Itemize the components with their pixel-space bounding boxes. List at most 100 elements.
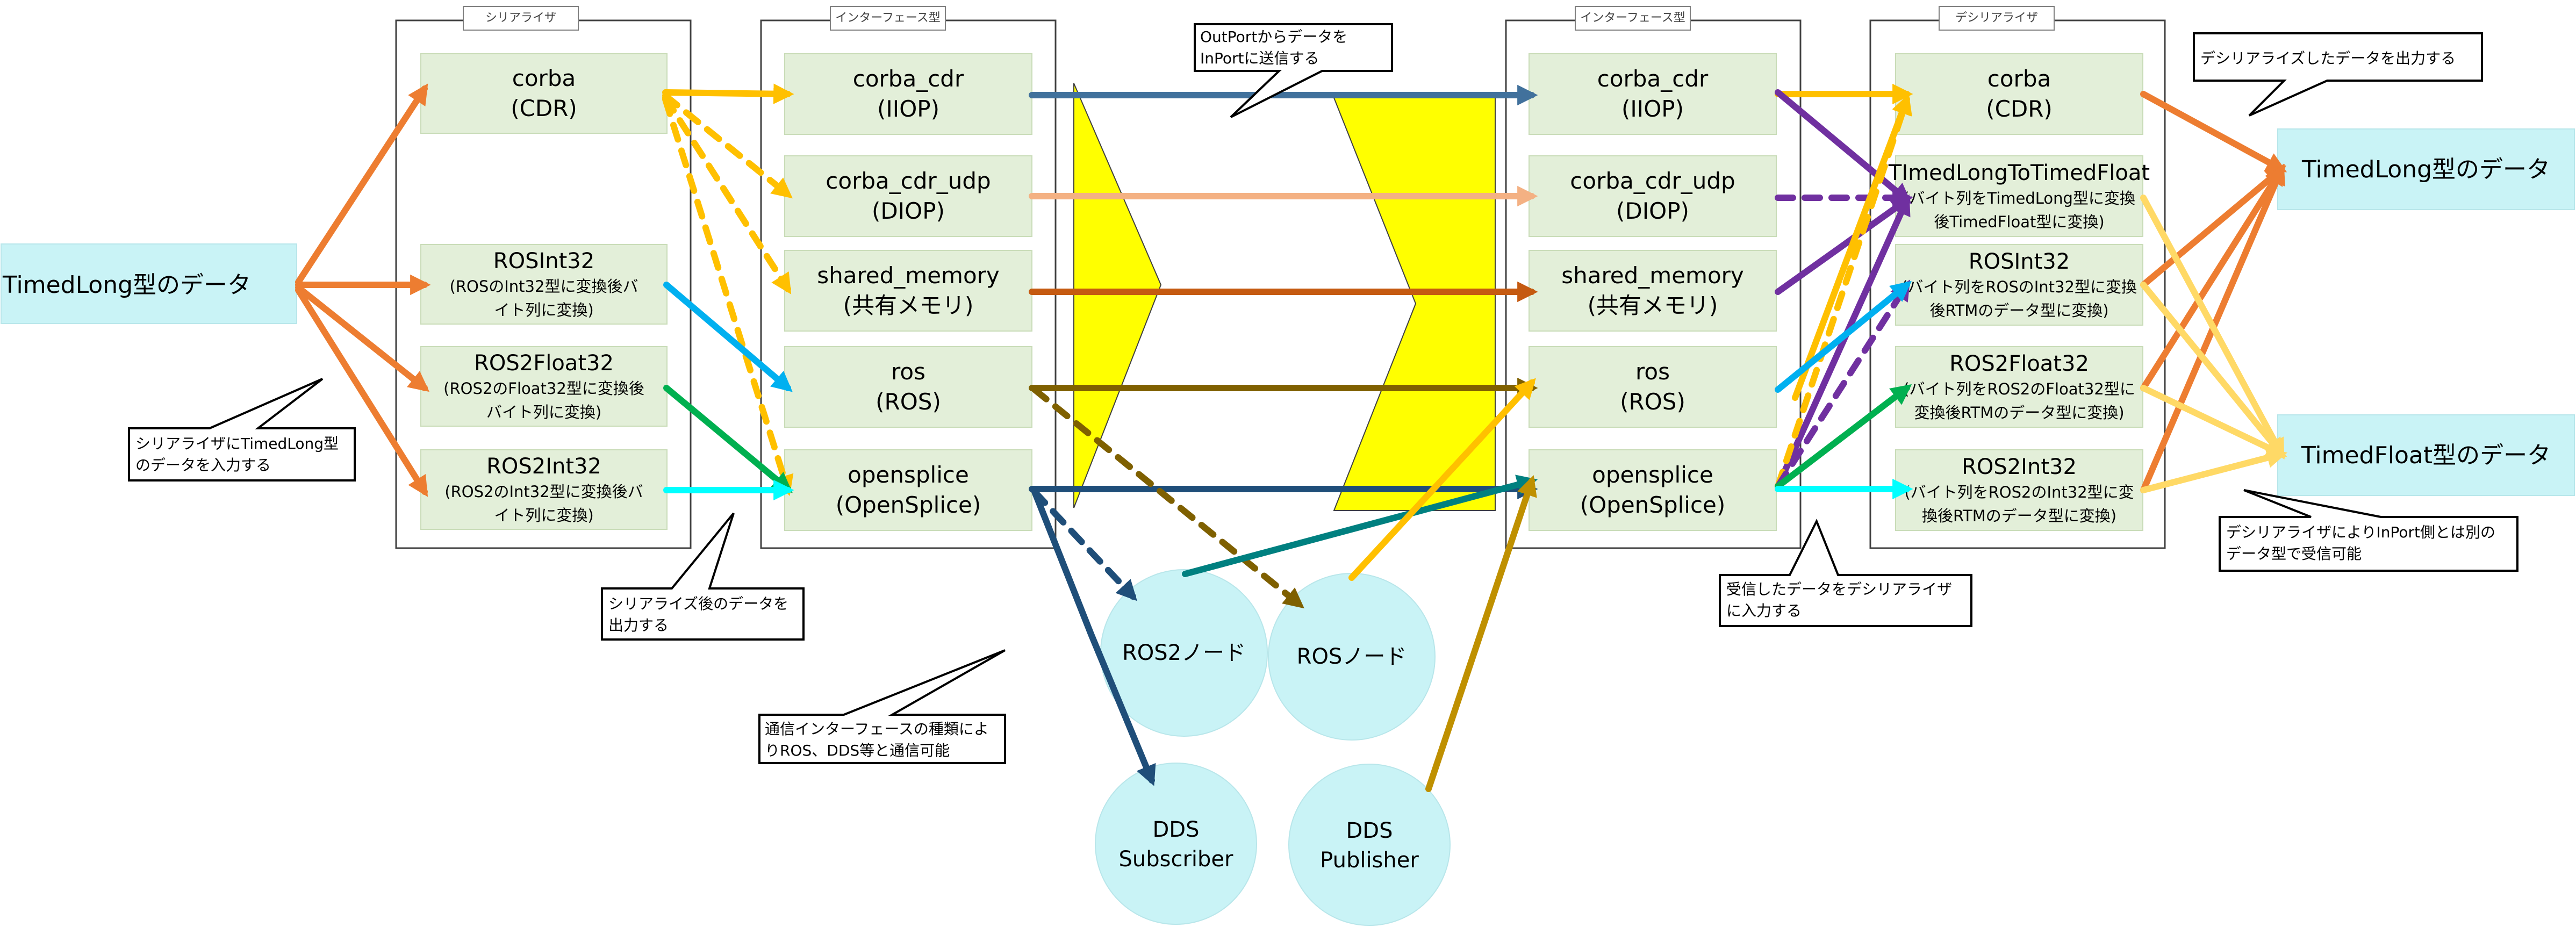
output-timedlong-box: TimedLong型のデータ	[2277, 128, 2575, 210]
interface-right-box-5-line1: opensplice	[1592, 462, 1713, 488]
callout-received-input-line2: に入力する	[1726, 602, 1802, 620]
output-timedfloat-label: TimedFloat型のデータ	[2301, 442, 2551, 469]
interface-right-box-2-line2: (DIOP)	[1616, 198, 1689, 224]
arrow-corba-to-corba-cdr	[662, 83, 794, 104]
interface-left-box-4: ros (ROS)	[784, 346, 1032, 428]
interface-left-panel-title: インターフェース型	[835, 11, 941, 25]
arrow-ros-node-to-ros	[1348, 378, 1536, 581]
dds-publisher-line1: DDS	[1346, 818, 1393, 843]
interface-left-box-2: corba_cdr_udp (DIOP)	[784, 155, 1032, 237]
callout-outport-line1: OutPortからデータを	[1200, 28, 1347, 46]
callout-deserialized-output-line1: デシリアライズしたデータを出力する	[2200, 49, 2456, 67]
serializer-box-3-line1: ROS2Float32	[474, 351, 614, 376]
serializer-box-2-line1: ROSInt32	[493, 249, 594, 274]
serializer-box-4-line1: ROS2Int32	[486, 454, 601, 479]
callout-serialized-output-line2: 出力する	[608, 616, 669, 634]
callout-input-serializer-line1: シリアライザにTimedLong型	[135, 435, 339, 452]
interface-right-box-3-line2: (共有メモリ)	[1588, 292, 1718, 319]
arrow-opensplice-to-corba-solid	[1792, 94, 1912, 401]
callout-deserialized-output: デシリアライズしたデータを出力する	[2193, 32, 2483, 117]
callout-other-type: デシリアライザによりInPort側とは別の データ型で受信可能	[2219, 489, 2518, 572]
arrow-dds-publisher-to-opensplice	[1425, 475, 1537, 792]
serializer-box-4-line2: (ROS2のInt32型に変換後バ	[444, 483, 643, 501]
deserializer-box-1-line1: corba	[1987, 66, 2051, 92]
deserializer-box-3-line3: 後RTMのデータ型に変換)	[1929, 301, 2108, 320]
callout-input-serializer: シリアライザにTimedLong型 のデータを入力する	[128, 378, 356, 482]
interface-left-box-5-line1: opensplice	[848, 462, 969, 488]
interface-right-box-3-line1: shared_memory	[1561, 262, 1744, 289]
source-data-box: TimedLong型のデータ	[1, 243, 297, 324]
callout-serialized-output: シリアライズ後のデータを 出力する	[601, 512, 805, 641]
interface-left-box-3: shared_memory (共有メモリ)	[784, 250, 1032, 332]
arrow-rosint32-to-timedlong-output	[2140, 165, 2286, 288]
deserializer-box-4-line1: ROS2Float32	[1949, 351, 2089, 376]
arrow-ros2-node-to-opensplice	[1182, 475, 1538, 577]
deserializer-box-3-line2: (バイト列をROSのInt32型に変換	[1901, 278, 2137, 296]
deserializer-box-5-line1: ROS2Int32	[1962, 455, 2077, 479]
deserializer-box-2-line1: TImedLongToTimedFloat	[1888, 161, 2150, 185]
deserializer-box-3-line1: ROSInt32	[1969, 249, 2070, 274]
serializer-box-1: corba(CDR)	[420, 53, 668, 134]
dds-publisher-node: DDS Publisher	[1288, 764, 1451, 926]
interface-right-box-4-line2: (ROS)	[1620, 389, 1685, 415]
arrow-shared-memory-to-timedlongtotimedfloat	[1775, 196, 1912, 295]
interface-left-box-1: corba_cdr(IIOP)	[784, 53, 1032, 135]
interface-left-box-2-line2: (DIOP)	[872, 198, 945, 224]
interface-right-box-2-line1: corba_cdr_udp	[1570, 168, 1735, 194]
arrow-ros-to-ros-node	[1031, 386, 1304, 609]
dds-subscriber-node: DDS Subscriber	[1095, 763, 1257, 925]
arrow-source-to-ros2int32	[295, 287, 428, 497]
arrow-opensplice-to-ros2float32	[1775, 384, 1912, 490]
interface-left-box-3-line1: shared_memory	[817, 262, 1000, 289]
arrow-rosint32-to-timedfloat-output	[2140, 282, 2286, 459]
interface-right-box-2: corba_cdr_udp (DIOP)	[1529, 155, 1777, 237]
ros-node-label: ROSノード	[1297, 644, 1407, 669]
deserializer-box-1: corba(CDR)	[1895, 53, 2143, 135]
arrow-ros2int32-to-timedfloat-output	[2140, 448, 2288, 493]
callout-other-type-line2: データ型で受信可能	[2226, 545, 2362, 563]
dds-subscriber-line2: Subscriber	[1119, 847, 1234, 872]
callout-outport: OutPortからデータを InPortに送信する	[1194, 23, 1393, 118]
serializer-box-2-line3: イト列に変換)	[494, 301, 593, 319]
source-data-label: TimedLong型のデータ	[2, 271, 251, 299]
arrow-opensplice-to-timedlongtotimedfloat	[1775, 194, 1911, 490]
interface-right-box-3: shared_memory (共有メモリ)	[1529, 250, 1777, 332]
output-timedfloat-box: TimedFloat型のデータ	[2277, 414, 2575, 496]
callout-interface-types: 通信インターフェースの種類によ りROS、DDS等と通信可能	[758, 649, 1006, 764]
output-timedlong-label: TimedLong型のデータ	[2301, 156, 2550, 183]
callout-interface-types-line1: 通信インターフェースの種類によ	[765, 720, 989, 738]
arrow-corba-cdr-to-timedlongtotimedfloat	[1775, 89, 1912, 204]
callout-received-input: 受信したデータをデシリアライザ に入力する	[1719, 519, 1972, 627]
interface-right-box-4-line1: ros	[1635, 358, 1670, 385]
interface-right-box-1-line1: corba_cdr	[1597, 66, 1709, 92]
serializer-box-1-line1: corba	[512, 65, 576, 91]
interface-left-box-3-line2: (共有メモリ)	[843, 292, 974, 319]
arrow-rosint32-to-ros	[663, 282, 793, 392]
callout-other-type-line1: デシリアライザによりInPort側とは別の	[2226, 523, 2495, 541]
serializer-box-4-line3: イト列に変換)	[494, 506, 593, 524]
deserializer-box-4: ROS2Float32(バイト列をROS2のFloat32型に変換後RTMのデー…	[1895, 346, 2143, 428]
ros-node: ROSノード	[1268, 573, 1436, 741]
serializer-box-3-line2: (ROS2のFloat32型に変換後	[443, 379, 644, 398]
arrow-opensplice-to-rosint32	[1775, 279, 1911, 490]
interface-left-box-2-line1: corba_cdr_udp	[826, 168, 991, 194]
arrow-corba-to-timedlong-output	[2140, 91, 2287, 173]
arrow-source-to-ros2float32	[295, 284, 430, 392]
deserializer-box-5-line2: (バイト列をROS2のInt32型に変	[1904, 483, 2134, 501]
interface-left-box-4-line1: ros	[891, 358, 925, 385]
interface-right-box-1: corba_cdr(IIOP)	[1529, 53, 1777, 135]
arrow-opensplice-to-dds-subscriber	[1031, 488, 1156, 786]
serializer-box-3-line3: バイト列に変換)	[486, 403, 601, 421]
deserializer-box-4-line2: (バイト列をROS2のFloat32型に	[1903, 380, 2135, 398]
arrow-corba-to-shared-memory	[662, 95, 792, 294]
deserializer-box-2: TImedLongToTimedFloat(バイト列をTimedLong型に変換…	[1888, 155, 2150, 237]
deserializer-box-2-line3: 後TimedFloat型に変換)	[1934, 213, 2104, 231]
interface-left-box-4-line2: (ROS)	[876, 389, 941, 415]
deserializer-box-5-line3: 換後RTMのデータ型に変換)	[1922, 507, 2116, 525]
arrow-opensplice-to-ros2-node	[1031, 488, 1137, 601]
interface-right-box-5-line2: (OpenSplice)	[1580, 492, 1726, 518]
interface-left-box-5-line2: (OpenSplice)	[836, 492, 981, 518]
